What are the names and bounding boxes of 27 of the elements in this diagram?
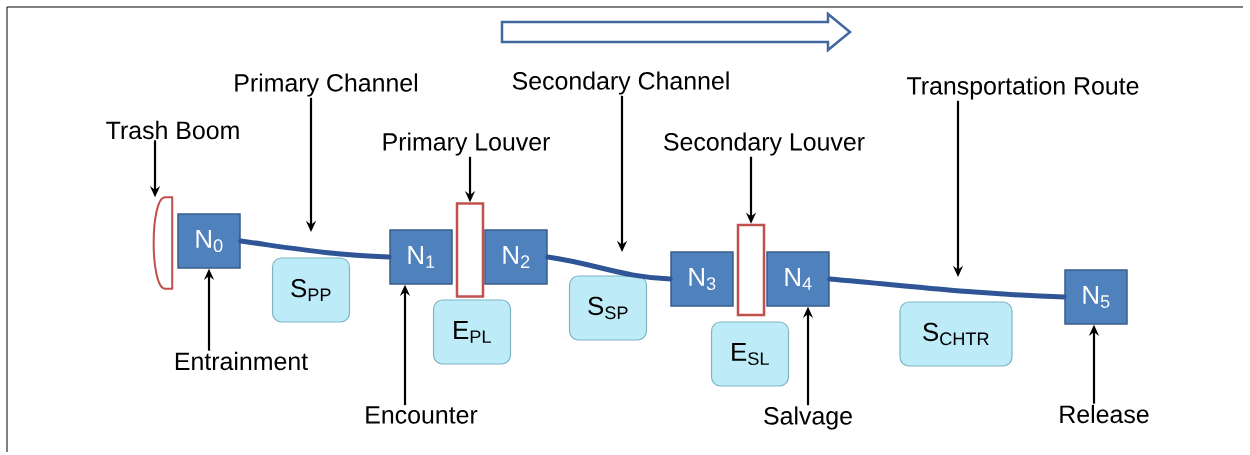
label-text: Primary Louver [383,132,550,156]
louver-bar [736,223,766,317]
node-box: N$_{5}$ [1064,269,1128,325]
label-text: Trash Boom [106,120,239,140]
rounded-box: S$_{SP}$ [568,275,648,341]
node-box: N$_{0}$ [177,213,241,269]
label-text: Transportation Route [907,76,1139,100]
label-text: Release [1060,404,1149,424]
trash-boom [152,196,174,290]
label-text: Salvage [764,406,852,430]
label-text: Primary Channel [235,73,418,97]
channel-line [827,276,1067,300]
louver-bar [455,202,485,298]
label-text: Encounter [366,406,478,424]
label-text: Entrainment [175,351,308,371]
node-box: N$_{4}$ [766,251,830,307]
channel-line [238,238,392,260]
node-box: N$_{2}$ [484,229,548,285]
channel-line [545,254,673,282]
label-text: Secondary Channel [512,71,729,95]
label-text: Secondary Louver [664,132,865,156]
rounded-box: S$_{CHTR}$ [899,301,1013,367]
rounded-box: E$_{PL}$ [432,299,512,365]
node-box: N$_{1}$ [389,229,453,285]
rounded-box: E$_{SL}$ [710,321,790,387]
rounded-box: S$_{PP}$ [271,257,351,323]
node-box: N$_{3}$ [670,251,734,307]
